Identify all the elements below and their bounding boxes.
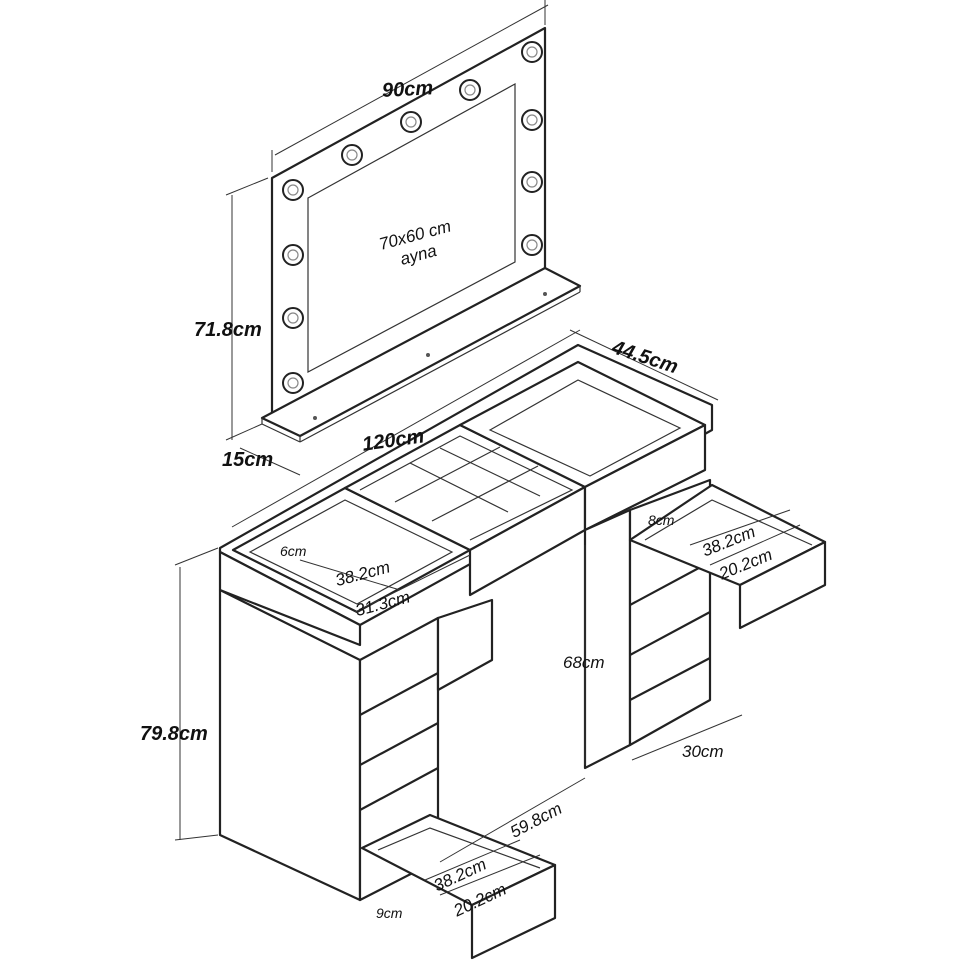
bulb-icon <box>521 171 543 193</box>
leg-clearance-label: 68cm <box>563 653 605 672</box>
bulb-icon <box>282 244 304 266</box>
bulb-icon <box>282 179 304 201</box>
mirror-glass <box>307 82 516 373</box>
right-drawer-front <box>738 540 827 630</box>
middle-drawer <box>436 598 494 692</box>
table <box>218 343 827 960</box>
mirror <box>260 26 582 443</box>
bulb-icon <box>459 79 481 101</box>
bottom-drawer-height-label: 9cm <box>376 905 403 921</box>
bottom-drawer-front <box>470 863 557 960</box>
right-cabinet-width-label: 30cm <box>682 742 724 761</box>
mirror-height-label: 71.8cm <box>194 319 262 341</box>
right-drawer-height-label: 8cm <box>648 512 675 528</box>
bulb-icon <box>400 111 422 133</box>
right-cabinet-side <box>583 508 632 770</box>
bulb-icon <box>282 372 304 394</box>
bulb-icon <box>282 307 304 329</box>
right-box-front <box>583 423 707 532</box>
mirror-shelf-depth-label: 15cm <box>222 449 273 471</box>
table-dimensions <box>174 329 801 896</box>
bulb-icon <box>341 144 363 166</box>
mirror-dimensions <box>225 0 549 476</box>
bulbs <box>282 41 543 394</box>
bulb-icon <box>521 109 543 131</box>
knee-space-label: 59.8cm <box>507 799 565 842</box>
mirror-width-label: 90cm <box>381 77 433 102</box>
table-height-label: 79.8cm <box>140 723 208 745</box>
top-left-front <box>218 550 362 647</box>
bulb-icon <box>521 41 543 63</box>
bulb-icon <box>521 234 543 256</box>
left-box-height-label: 6cm <box>280 543 307 559</box>
